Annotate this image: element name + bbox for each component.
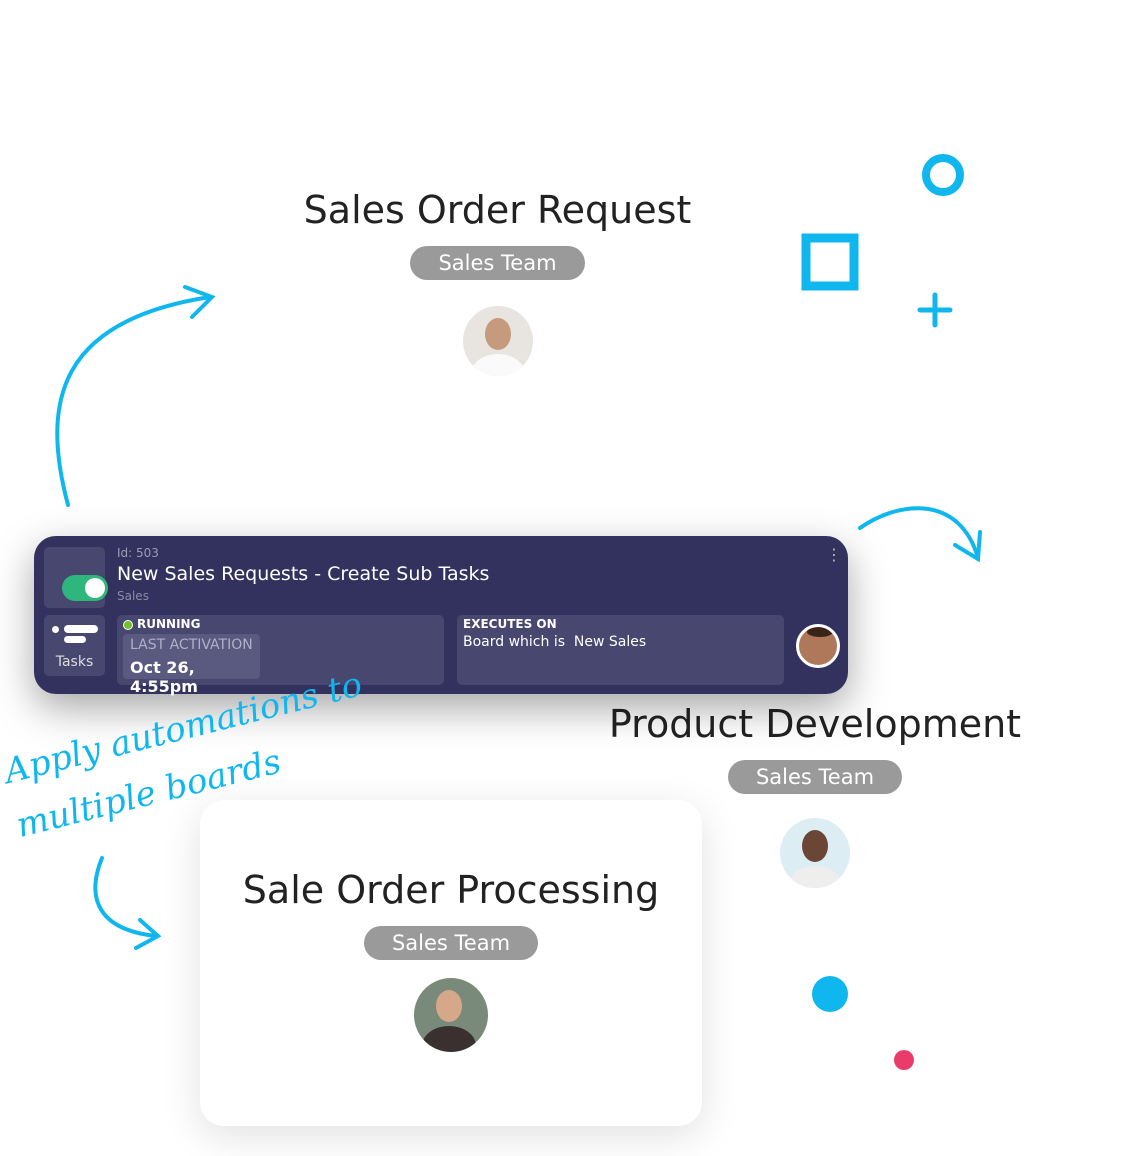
running-dot-icon (123, 620, 133, 630)
board-product-development[interactable]: Product Development Sales Team (600, 702, 1030, 888)
board-sale-order-processing[interactable]: Sale Order Processing Sales Team (200, 800, 702, 1126)
automation-card[interactable]: Id: 503 New Sales Requests - Create Sub … (34, 536, 848, 696)
automation-subtitle: Sales (117, 589, 149, 603)
board-title: Sales Order Request (303, 188, 692, 232)
arrow-right-curve (858, 506, 982, 563)
tasks-label: Tasks (55, 654, 94, 670)
plus-decoration (917, 292, 953, 328)
last-activation-label: LAST ACTIVATION (130, 637, 253, 653)
owner-avatar[interactable] (796, 624, 840, 668)
board-sales-order-request[interactable]: Sales Order Request Sales Team (300, 188, 695, 376)
executes-on-label: EXECUTES ON (463, 617, 557, 631)
arrow-down-curve (93, 856, 162, 950)
more-menu-icon[interactable]: ⋮ (826, 545, 842, 564)
executes-on-value: Board which is New Sales (463, 634, 647, 650)
dot-blue (812, 976, 848, 1012)
avatar (780, 818, 850, 888)
board-title: Sale Order Processing (242, 868, 660, 912)
automation-title[interactable]: New Sales Requests - Create Sub Tasks (117, 563, 490, 585)
team-badge: Sales Team (410, 246, 585, 280)
tasks-tile[interactable]: Tasks (44, 615, 105, 676)
status-text: RUNNING (137, 617, 201, 631)
toggle-tile (44, 547, 108, 608)
last-activation-box: LAST ACTIVATION Oct 26, 4:55pm (123, 634, 260, 696)
avatar (414, 978, 488, 1052)
team-badge: Sales Team (727, 760, 903, 794)
circle-decoration (922, 154, 964, 196)
dot-pink (894, 1050, 914, 1070)
avatar (462, 306, 533, 376)
team-badge: Sales Team (363, 926, 539, 960)
status-tile: RUNNING LAST ACTIVATION Oct 26, 4:55pm (117, 615, 444, 696)
arrow-up-curve (55, 285, 216, 507)
automation-id: Id: 503 (117, 546, 159, 560)
executes-on-tile: EXECUTES ON Board which is New Sales (457, 615, 784, 685)
last-activation-value: Oct 26, 4:55pm (130, 658, 198, 696)
board-title: Product Development (608, 702, 1022, 746)
tasks-icon (52, 625, 98, 643)
enable-toggle[interactable] (62, 575, 108, 601)
square-decoration (801, 233, 859, 291)
